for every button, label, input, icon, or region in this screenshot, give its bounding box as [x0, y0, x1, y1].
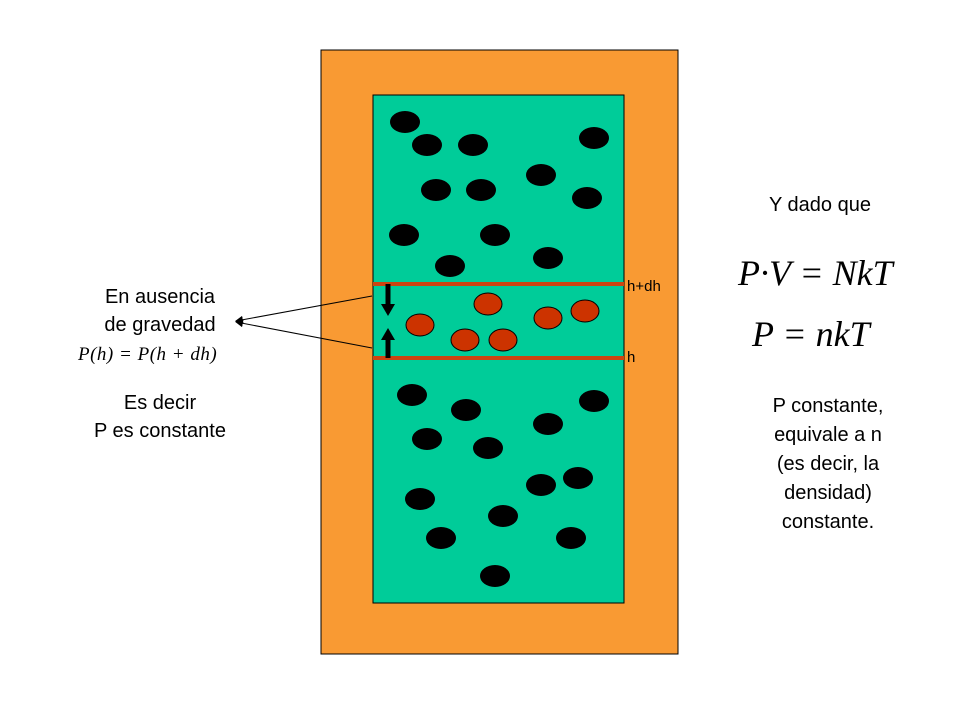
slab-molecules	[405, 292, 600, 352]
no-gravity-line1: En ausencia	[104, 286, 216, 308]
gas-molecule	[533, 247, 563, 269]
pressure-arrow-down	[381, 284, 395, 316]
gas-molecule	[458, 134, 488, 156]
conclusion-text: P constante, equivale a n (es decir, la …	[738, 392, 918, 537]
conclusion-line: (es decir, la	[776, 453, 880, 475]
gas-molecule	[563, 467, 593, 489]
gas-molecule	[451, 399, 481, 421]
slab-molecule	[405, 313, 435, 337]
gas-molecule	[488, 505, 518, 527]
slab-molecule	[488, 328, 518, 352]
gas-molecule	[397, 384, 427, 406]
gas-molecule	[389, 224, 419, 246]
y-dado-que-label: Y dado que	[769, 194, 871, 216]
gas-molecule	[412, 428, 442, 450]
conclusion-line: densidad)	[784, 482, 872, 504]
ideal-gas-density-equation: P = nkT	[752, 313, 870, 355]
gas-molecule	[526, 474, 556, 496]
ideal-gas-density-text: P = nkT	[752, 314, 870, 354]
gas-molecule	[405, 488, 435, 510]
label-h-plus-dh: h+dh	[627, 278, 661, 295]
gas-molecule	[390, 111, 420, 133]
gas-molecule	[579, 390, 609, 412]
slab-molecule	[533, 306, 563, 330]
gas-molecule	[466, 179, 496, 201]
no-gravity-line2: de gravedad	[104, 314, 216, 336]
conclusion-line: constante.	[781, 511, 875, 533]
gas-molecule	[556, 527, 586, 549]
ideal-gas-equation: P·V = NkT	[738, 252, 893, 294]
slab-molecule	[473, 292, 503, 316]
gas-molecule	[421, 179, 451, 201]
gas-molecule	[533, 413, 563, 435]
pointer-arrow-bottom	[235, 319, 373, 349]
pressure-equality-equation: P(h) = P(h + dh)	[78, 344, 217, 366]
pointer-arrow-top	[235, 295, 373, 324]
gas-molecule	[435, 255, 465, 277]
pressure-arrow-up	[381, 328, 395, 358]
es-decir-label: Es decir	[123, 392, 197, 414]
gas-molecule	[480, 565, 510, 587]
gas-molecule	[412, 134, 442, 156]
conclusion-line: P constante,	[772, 395, 884, 417]
p-constante-label: P es constante	[94, 420, 226, 442]
ideal-gas-text: P·V = NkT	[738, 253, 893, 293]
slab-molecule	[450, 328, 480, 352]
label-h: h	[627, 349, 636, 366]
gas-molecule	[526, 164, 556, 186]
gas-molecule	[480, 224, 510, 246]
slab-molecule	[570, 299, 600, 323]
gas-molecule	[473, 437, 503, 459]
pressure-equality-text: P(h) = P(h + dh)	[78, 344, 218, 365]
gas-molecule	[579, 127, 609, 149]
gas-molecules	[389, 111, 609, 587]
conclusion-line: equivale a n	[774, 424, 882, 446]
gas-molecule	[426, 527, 456, 549]
gas-molecule	[572, 187, 602, 209]
